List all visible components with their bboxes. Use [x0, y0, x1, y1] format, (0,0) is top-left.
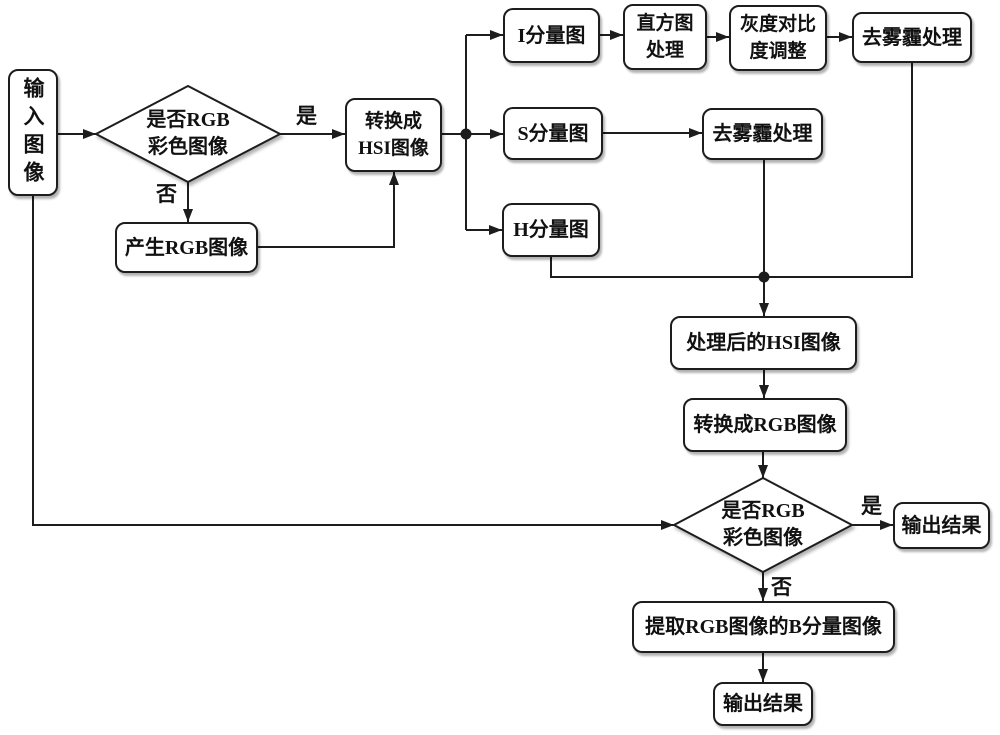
edge-label-yes-1: 是	[296, 104, 317, 128]
diamond2-line1: 是否RGB	[721, 500, 805, 522]
diamond-is-rgb-2	[671, 476, 855, 574]
edge-dehazetop-to-merge	[769, 63, 913, 278]
node-input-image: 输入图像	[8, 69, 58, 196]
node-dehaze-s-label: 去雾霾处理	[712, 123, 813, 145]
edge-input-to-diamond2	[32, 196, 674, 530]
diamond2-line2: 彩色图像	[723, 527, 803, 549]
junction-dot-merge	[758, 271, 770, 283]
node-processed-hsi-label: 处理后的HSI图像	[686, 332, 841, 354]
node-processed-hsi: 处理后的HSI图像	[670, 316, 857, 370]
node-i-component-label: I分量图	[517, 24, 586, 47]
node-histogram-processing: 直方图 处理	[623, 4, 707, 70]
node-convert-to-hsi-line2: HSI图像	[358, 138, 429, 159]
node-output-result-bottom: 输出结果	[713, 682, 813, 726]
edge-genrgb-to-hsi	[258, 172, 399, 248]
node-generate-rgb-label: 产生RGB图像	[124, 236, 249, 259]
node-i-component: I分量图	[503, 8, 600, 63]
node-extract-b-label: 提取RGB图像的B分量图像	[645, 616, 882, 638]
node-output-result-right-label: 输出结果	[901, 514, 982, 537]
node-dehaze-i-label: 去雾霾处理	[862, 26, 962, 49]
diamond-is-rgb-2-text: 是否RGB 彩色图像	[684, 483, 842, 567]
node-convert-to-rgb: 转换成RGB图像	[683, 398, 847, 452]
node-s-component: S分量图	[503, 107, 603, 160]
node-output-result-bottom-label: 输出结果	[723, 693, 803, 715]
junction-dot-split	[460, 128, 472, 140]
node-convert-to-hsi-line1: 转换成	[364, 111, 422, 132]
edge-h-to-merge	[550, 257, 759, 278]
node-gray-contrast-line2: 度调整	[749, 41, 807, 62]
node-gray-contrast-line1: 灰度对比	[739, 14, 816, 35]
node-convert-to-hsi: 转换成 HSI图像	[345, 98, 442, 172]
diamond1-line2: 彩色图像	[148, 136, 228, 158]
diamond-is-rgb-1	[93, 84, 283, 184]
node-h-component: H分量图	[502, 203, 600, 257]
node-extract-b-component: 提取RGB图像的B分量图像	[632, 601, 895, 653]
edge-label-yes-2: 是	[861, 494, 882, 518]
diamond1-line1: 是否RGB	[146, 109, 230, 131]
node-gray-contrast-adjust: 灰度对比 度调整	[729, 5, 827, 71]
node-input-image-label: 输入图像	[21, 76, 45, 189]
node-generate-rgb: 产生RGB图像	[115, 222, 258, 273]
node-histogram-line1: 直方图	[636, 13, 694, 34]
node-dehaze-i: 去雾霾处理	[852, 12, 972, 63]
diamond-is-rgb-1-text: 是否RGB 彩色图像	[106, 92, 270, 176]
edge-label-no-2: 否	[771, 575, 792, 599]
node-h-component-label: H分量图	[513, 219, 589, 241]
node-output-result-right: 输出结果	[893, 502, 990, 549]
node-s-component-label: S分量图	[517, 122, 589, 145]
node-convert-to-rgb-label: 转换成RGB图像	[693, 414, 837, 436]
node-dehaze-s: 去雾霾处理	[702, 108, 823, 160]
node-histogram-line2: 处理	[645, 40, 684, 61]
edge-label-no-1: 否	[156, 182, 177, 206]
